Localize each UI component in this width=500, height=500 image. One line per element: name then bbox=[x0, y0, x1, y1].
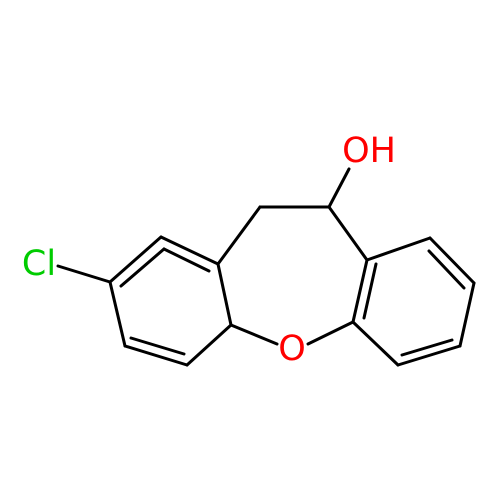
ring-oxygen-label: O bbox=[278, 329, 306, 369]
bond-right-ring-2 bbox=[428, 236, 476, 285]
bond-right-ring-5 bbox=[351, 320, 400, 367]
aromatic-inner-bond-right-1 bbox=[427, 249, 466, 290]
aromatic-inner-bond-left-2 bbox=[129, 336, 186, 356]
bond-left-ring-1 bbox=[159, 235, 220, 266]
bond-left-ring-6 bbox=[108, 235, 163, 284]
bond-carbinol-to-right-ring bbox=[327, 205, 369, 262]
central-ring-bonds bbox=[216, 205, 369, 346]
bond-left-ring-to-methylene bbox=[216, 205, 262, 266]
chlorine-atom-label: Cl bbox=[22, 244, 56, 284]
right-benzene-ring bbox=[351, 236, 476, 367]
bond-ring-to-chlorine bbox=[56, 264, 112, 284]
aromatic-inner-bond-left-3 bbox=[119, 247, 166, 288]
bond-left-ring-5 bbox=[108, 280, 127, 348]
left-benzene-ring bbox=[108, 235, 233, 367]
aromatic-inner-bond-right-3 bbox=[362, 262, 378, 320]
bond-right-ring-6 bbox=[351, 258, 369, 324]
aromatic-inner-bond-left-1 bbox=[162, 247, 211, 273]
bond-left-ring-2 bbox=[216, 262, 233, 327]
bond-right-ring-3 bbox=[458, 281, 476, 348]
aromatic-inner-bond-right-2 bbox=[400, 338, 454, 357]
bond-carbinol-to-hydroxyl bbox=[327, 167, 351, 209]
bond-right-ring-4 bbox=[396, 344, 462, 367]
bond-left-ring-4 bbox=[123, 344, 189, 367]
bond-right-ring-1 bbox=[365, 236, 432, 262]
bond-left-ring-3 bbox=[185, 323, 233, 367]
bond-oxygen-to-right-ring bbox=[306, 320, 355, 346]
bond-left-ring-to-oxygen bbox=[229, 323, 279, 346]
hydroxyl-group-label: OH bbox=[342, 131, 396, 171]
substituent-bonds bbox=[56, 167, 351, 284]
